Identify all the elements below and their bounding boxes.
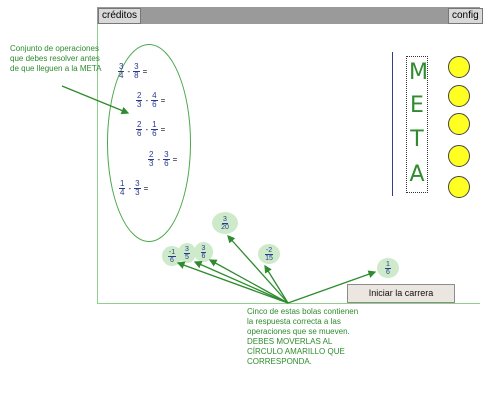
answer-target-1[interactable] (448, 56, 470, 78)
balls-annotation: Cinco de estas bolas contienen la respue… (247, 307, 359, 366)
arrow-to-ball-4 (176, 261, 289, 304)
arrow-to-ball-3 (287, 270, 377, 304)
config-button[interactable]: config (448, 8, 483, 24)
start-race-button[interactable]: Iniciar la carrera (347, 284, 455, 303)
operations-ellipse (107, 44, 191, 242)
answer-target-5[interactable] (448, 176, 470, 198)
arrow-to-operations (61, 85, 130, 115)
meta-letter-a: A (409, 162, 425, 187)
answer-target-4[interactable] (448, 145, 470, 167)
arrow-to-ball-6 (208, 259, 289, 304)
answer-target-2[interactable] (448, 85, 470, 107)
stage-left-border (97, 24, 98, 304)
answer-target-3[interactable] (448, 113, 470, 135)
operations-annotation: Conjunto de operaciones que debes resolv… (10, 44, 102, 73)
arrow-to-ball-1 (227, 235, 289, 304)
arrow-to-ball-5 (193, 261, 289, 304)
meta-letter-m: M (409, 60, 428, 85)
meta-box (406, 56, 428, 193)
meta-letter-t: T (410, 127, 424, 152)
credits-button[interactable]: créditos (98, 8, 142, 24)
finish-line (392, 52, 393, 196)
arrow-to-ball-2 (264, 264, 289, 304)
meta-letter-e: E (410, 93, 424, 118)
top-bar (97, 7, 480, 24)
